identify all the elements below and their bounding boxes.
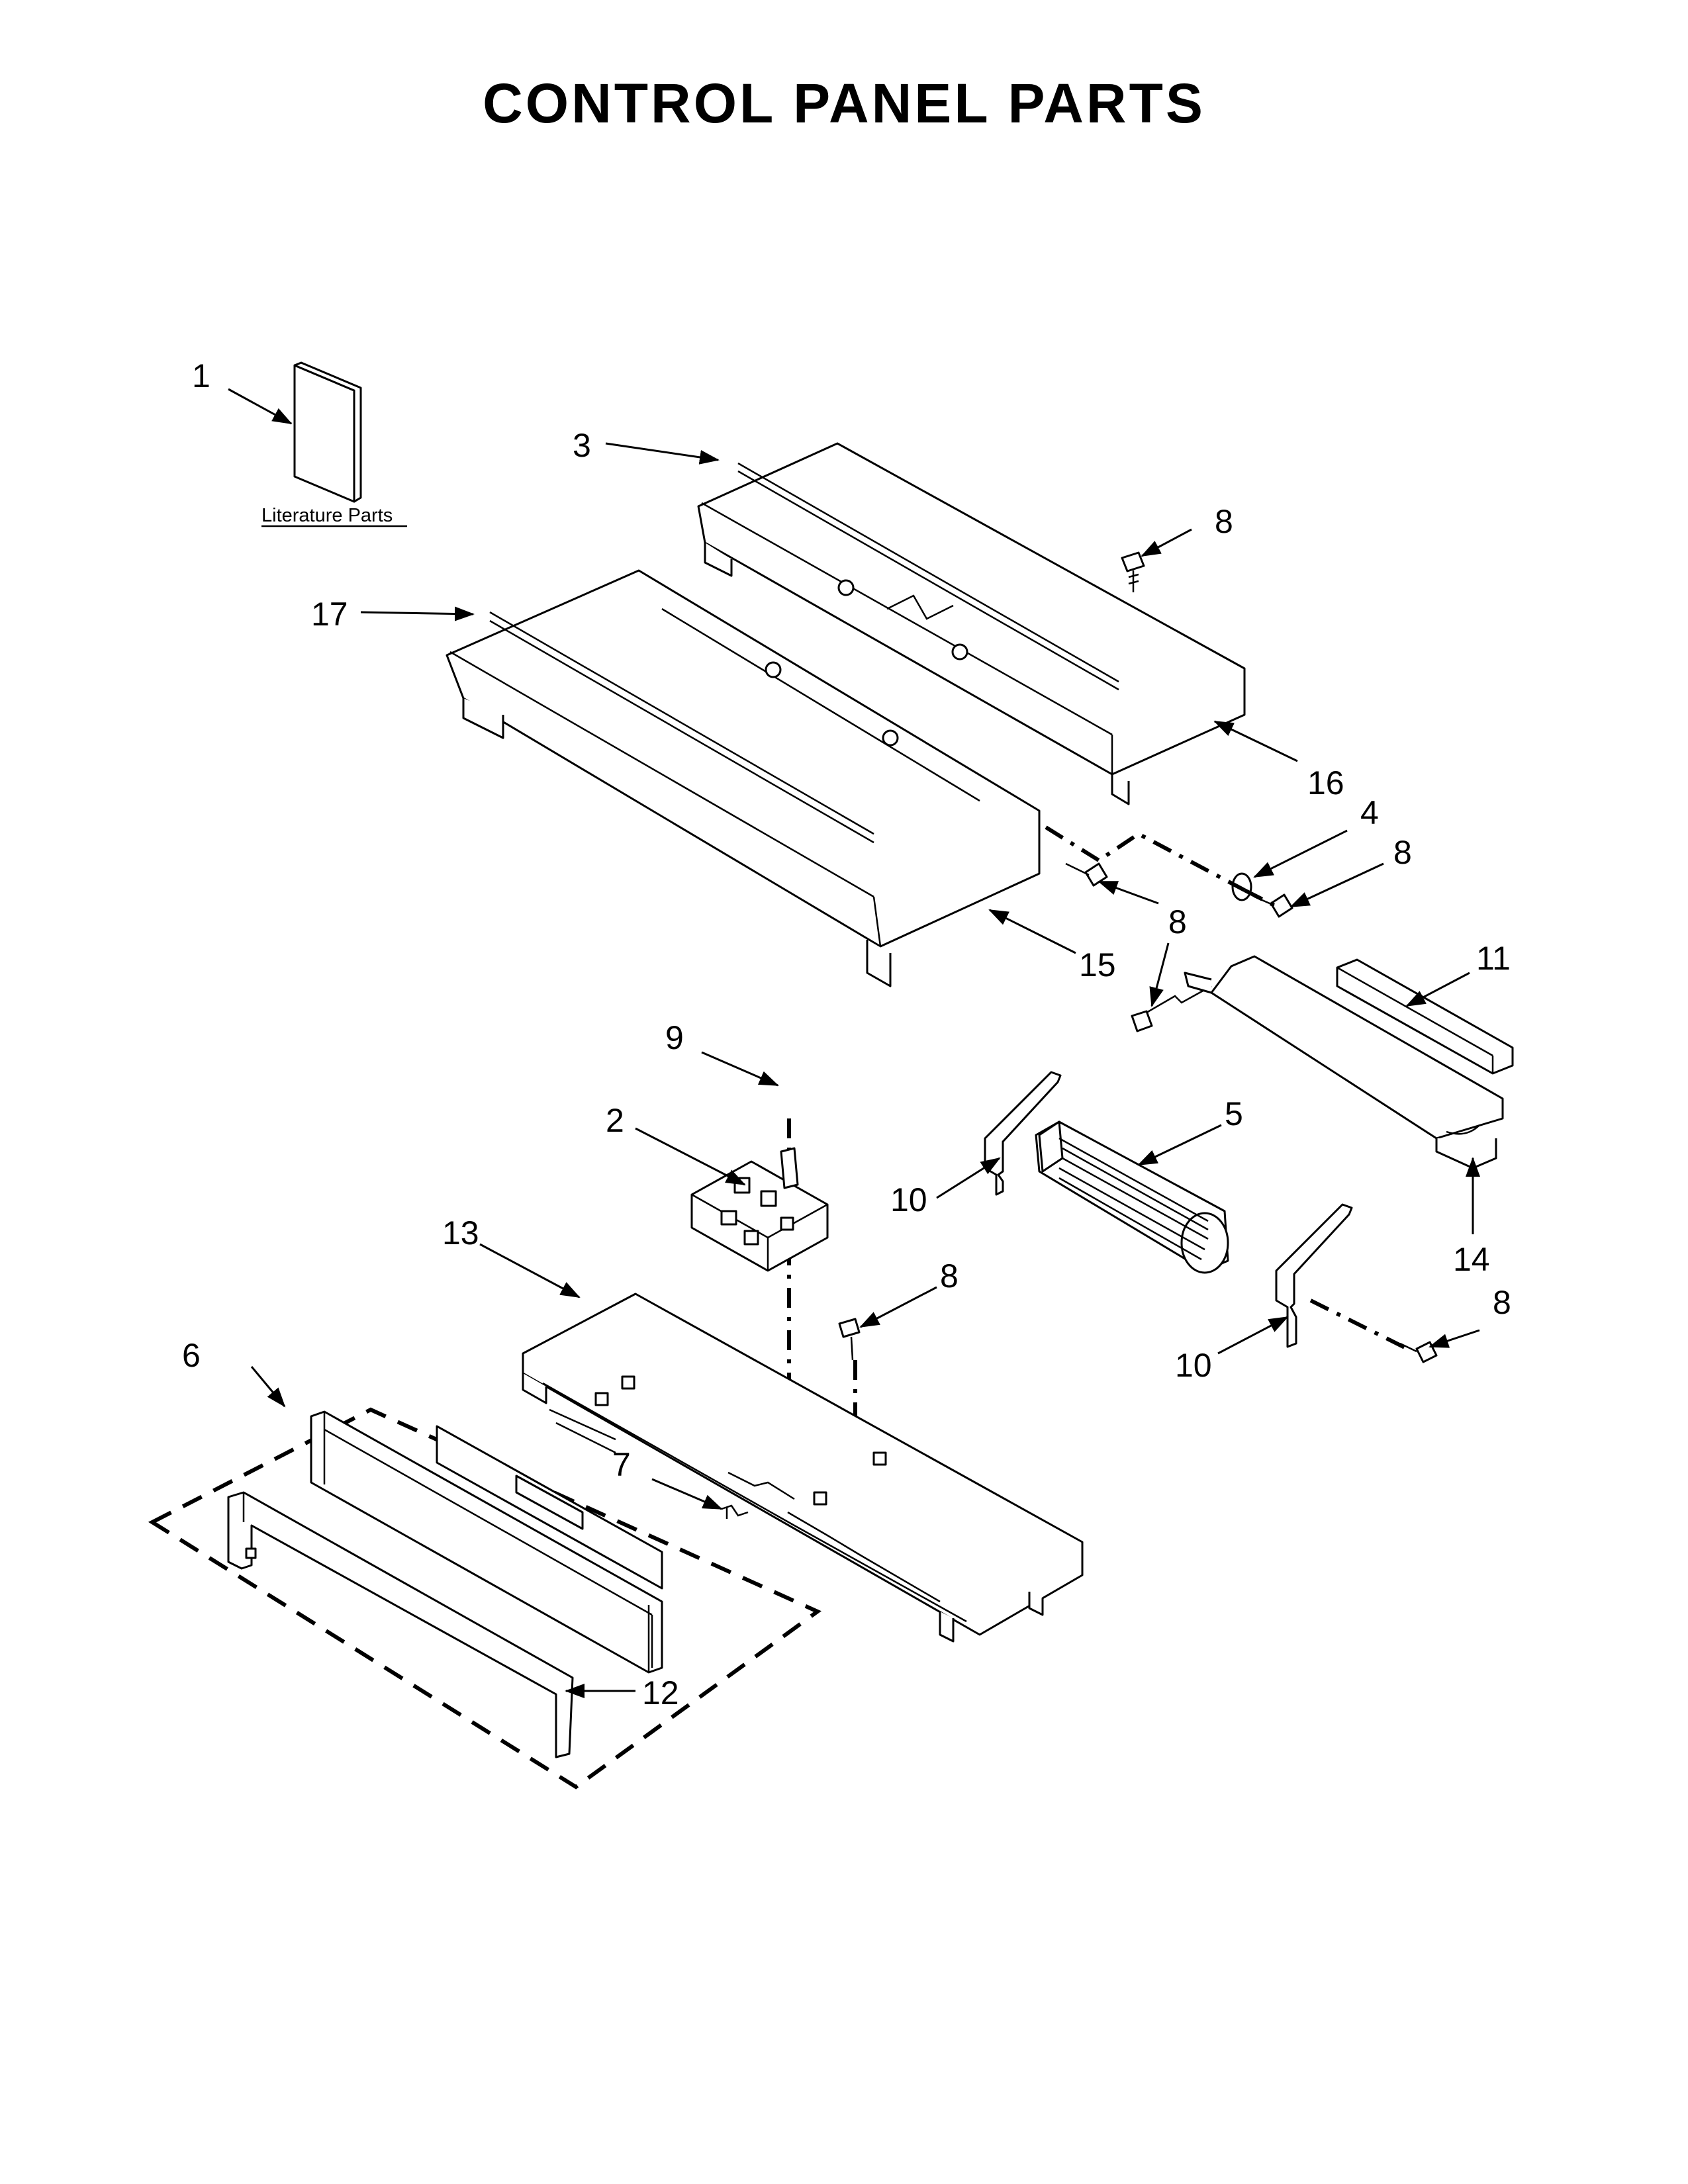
alignment-line: [1243, 888, 1276, 907]
screw-part: [838, 1318, 861, 1361]
callout-14: 14: [1453, 1241, 1490, 1278]
duct-bracket-part: [1184, 955, 1504, 1169]
callout-2: 2: [606, 1102, 624, 1139]
callout-1: 1: [192, 357, 211, 394]
callout-3: 3: [573, 427, 591, 464]
callout-arrow: [1289, 862, 1384, 908]
callout-arrow: [1217, 1316, 1289, 1355]
page-title: CONTROL PANEL PARTS: [483, 72, 1205, 134]
callout-arrow: [605, 442, 720, 465]
callout-arrow: [1098, 880, 1159, 905]
console-trim-part: [227, 1491, 574, 1758]
wire-clip-part: [721, 1504, 749, 1519]
callout-16: 16: [1307, 764, 1344, 801]
callout-arrow: [859, 1286, 937, 1328]
callout-arrow: [250, 1366, 286, 1408]
callout-10: 10: [890, 1181, 927, 1218]
callout-8: 8: [1215, 503, 1233, 540]
blower-fan-part: [1035, 1120, 1229, 1274]
callout-5: 5: [1225, 1095, 1243, 1132]
callout-11: 11: [1476, 940, 1511, 977]
callout-17: 17: [311, 596, 348, 633]
control-mounting-panel-part: [522, 1293, 1084, 1643]
callout-8: 8: [940, 1257, 959, 1295]
callout-8: 8: [1168, 903, 1187, 940]
electronic-control-board-part: [690, 1147, 829, 1272]
console-panel-part: [310, 1410, 663, 1674]
console-kit-boundary: [148, 1407, 821, 1790]
literature-parts-label: Literature Parts: [261, 505, 393, 526]
callout-8: 8: [1393, 834, 1412, 871]
screw-part: [1065, 862, 1108, 887]
callout-arrow: [479, 1243, 581, 1298]
callout-arrow: [1405, 972, 1470, 1007]
callout-arrow: [228, 388, 293, 425]
callout-7: 7: [612, 1446, 631, 1483]
callout-arrow: [1429, 1329, 1480, 1348]
alignment-line: [1045, 825, 1246, 892]
seal-strip-part: [1336, 958, 1514, 1075]
callout-arrow: [635, 1127, 746, 1186]
screw-part: [1121, 551, 1145, 592]
fan-bracket-part: [1275, 1203, 1353, 1348]
callout-arrow: [701, 1051, 779, 1087]
callout-arrow: [988, 909, 1076, 954]
callout-15: 15: [1079, 946, 1116, 983]
callout-arrow: [1149, 942, 1170, 1007]
callout-4: 4: [1360, 794, 1379, 831]
screw-part: [1131, 985, 1212, 1032]
callout-arrow: [360, 606, 475, 621]
callout-6: 6: [182, 1337, 201, 1374]
fan-bracket-part: [984, 1071, 1062, 1196]
callout-arrow: [651, 1478, 723, 1510]
callout-10: 10: [1175, 1347, 1212, 1384]
callout-13: 13: [442, 1214, 479, 1251]
callout-12: 12: [642, 1674, 679, 1711]
lower-control-panel-part: [445, 569, 1041, 987]
callout-arrow: [1253, 829, 1348, 878]
screw-part: [1399, 1341, 1438, 1363]
literature-booklet-part: [293, 361, 362, 503]
callout-9: 9: [665, 1019, 684, 1056]
callout-arrow: [1213, 720, 1298, 762]
callout-arrow: [1137, 1124, 1222, 1166]
upper-control-panel-part: [697, 442, 1246, 805]
alignment-line: [1309, 1298, 1411, 1352]
callout-arrow: [1141, 528, 1192, 557]
callout-8: 8: [1493, 1284, 1511, 1321]
callout-arrow: [936, 1157, 1001, 1199]
